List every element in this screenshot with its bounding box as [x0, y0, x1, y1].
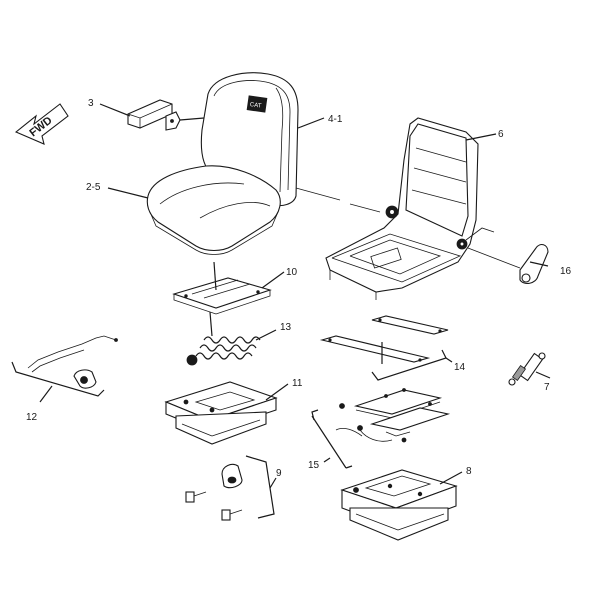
label-15: 15 [308, 460, 320, 471]
label-6: 6 [498, 129, 504, 140]
fwd-arrow: FWD [14, 103, 69, 145]
label-14: 14 [454, 362, 466, 373]
cat-badge-text: CAT [249, 102, 262, 110]
label-8: 8 [466, 466, 472, 477]
label-10: 10 [286, 267, 298, 278]
label-9: 9 [276, 468, 282, 479]
suspension-base [164, 381, 278, 445]
seat-frame [325, 117, 495, 300]
shock-absorber [508, 352, 546, 386]
label-13: 13 [280, 322, 292, 333]
label-2-5: 2-5 [86, 182, 101, 193]
seat-cushion [146, 165, 281, 255]
recline-handle [519, 243, 549, 285]
suspension-assembly [340, 469, 458, 541]
leader-lines [11, 103, 551, 519]
slide-rails [335, 388, 451, 443]
label-3: 3 [88, 98, 94, 109]
label-11: 11 [292, 378, 303, 389]
cable-assembly [27, 335, 118, 389]
label-16: 16 [560, 266, 572, 277]
slide-plates [319, 315, 449, 363]
part-labels: 3 4-1 2-5 6 10 16 13 12 14 11 7 15 9 8 [26, 98, 572, 479]
spring-assembly [186, 336, 261, 366]
knob-and-clips [185, 463, 243, 521]
armrest-part [127, 99, 205, 131]
label-7: 7 [544, 382, 550, 393]
label-4-1: 4-1 [328, 114, 343, 125]
seat-plate [172, 277, 272, 315]
label-12: 12 [26, 412, 38, 423]
